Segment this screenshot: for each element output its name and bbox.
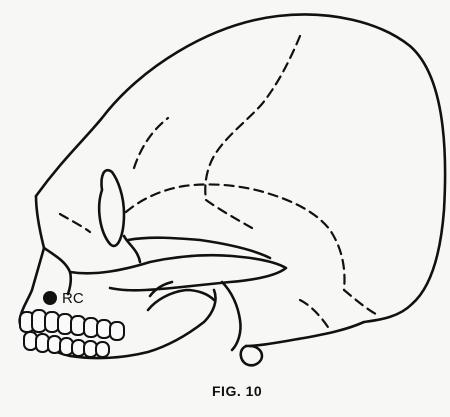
nasal-aperture xyxy=(44,248,71,294)
mastoid-process xyxy=(222,282,241,350)
rc-marker-label: RC xyxy=(62,290,84,307)
occipital-base xyxy=(241,346,262,365)
orbit xyxy=(99,170,124,246)
lambdoid-suture xyxy=(344,290,380,316)
nasal-suture xyxy=(60,214,90,232)
figure-caption: FIG. 10 xyxy=(212,383,262,399)
rc-marker-dot xyxy=(43,291,57,305)
temporal-suture xyxy=(206,200,252,228)
zygomatic-arch xyxy=(70,255,286,290)
cranium-outline xyxy=(36,14,445,346)
coronal-suture xyxy=(205,36,300,200)
mandible-ramus xyxy=(148,290,214,310)
lambdoid-lower xyxy=(300,300,330,330)
frontal-suture xyxy=(134,118,168,168)
